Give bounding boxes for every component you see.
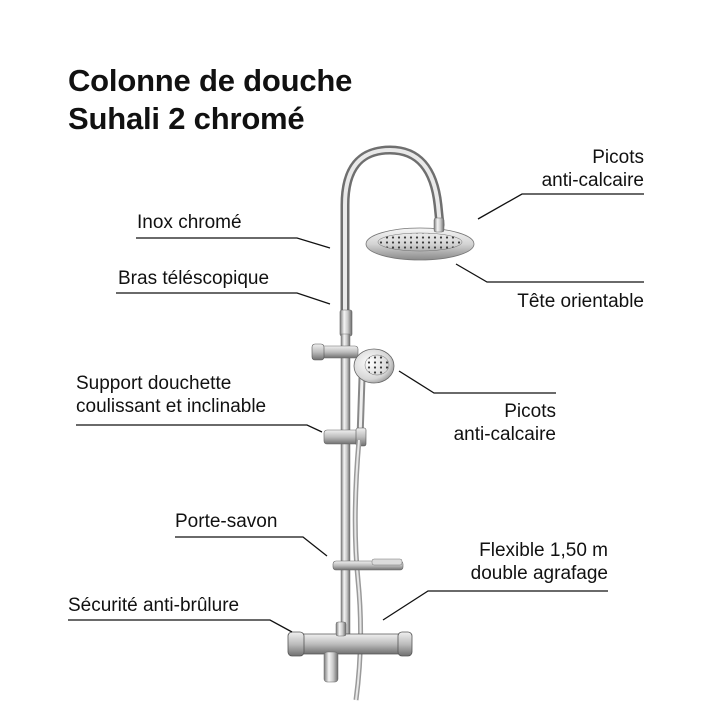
label-securite-anti-brulure: Sécurité anti-brûlure (68, 595, 240, 616)
hand-shower (353, 348, 395, 442)
leader-support (76, 424, 323, 433)
leader-inox (136, 237, 331, 249)
title-line-2: Suhali 2 chromé (68, 101, 305, 136)
label-picots-mid-line1: Picots (504, 401, 556, 422)
title-line-1: Colonne de douche (68, 63, 353, 98)
leader-flexible (382, 590, 608, 621)
label-picots-mid-line2: anti-calcaire (453, 424, 556, 445)
label-bras-telescopique: Bras téléscopique (118, 268, 270, 289)
label-tete-orientable: Tête orientable (517, 291, 644, 312)
gooseneck-arm (340, 145, 445, 335)
leader-picots-top (477, 193, 644, 220)
label-picots-top: Picots anti-calcaire (542, 146, 644, 192)
soap-dish (332, 558, 404, 571)
leader-lines (68, 193, 644, 633)
leader-tete (455, 263, 644, 283)
label-porte-savon: Porte-savon (175, 511, 278, 532)
label-flexible-line2: double agrafage (470, 563, 608, 584)
leader-picots-mid (398, 370, 556, 394)
shower-head (365, 217, 475, 261)
page-title: Colonne de douche Suhali 2 chromé (68, 62, 352, 138)
thermostatic-mixer (287, 621, 413, 683)
leader-securite (68, 619, 293, 633)
leader-bras (116, 292, 331, 305)
leader-porte-savon (175, 536, 328, 557)
main-column-bar (340, 333, 351, 635)
label-flexible-line1: Flexible 1,50 m (479, 540, 608, 561)
label-inox-chrome: Inox chromé (137, 212, 242, 233)
label-picots-mid: Picots anti-calcaire (454, 400, 556, 446)
label-support-line2: coulissant et inclinable (76, 396, 267, 417)
sliding-support (323, 427, 367, 447)
label-support-line1: Support douchette (76, 373, 232, 394)
label-flexible: Flexible 1,50 m double agrafage (471, 539, 608, 585)
label-picots-top-line1: Picots (592, 147, 644, 168)
label-picots-top-line2: anti-calcaire (541, 170, 644, 191)
label-support-douchette: Support douchette coulissant et inclinab… (76, 372, 266, 418)
telescopic-sleeve (339, 309, 353, 337)
upper-wall-bracket (311, 343, 359, 361)
